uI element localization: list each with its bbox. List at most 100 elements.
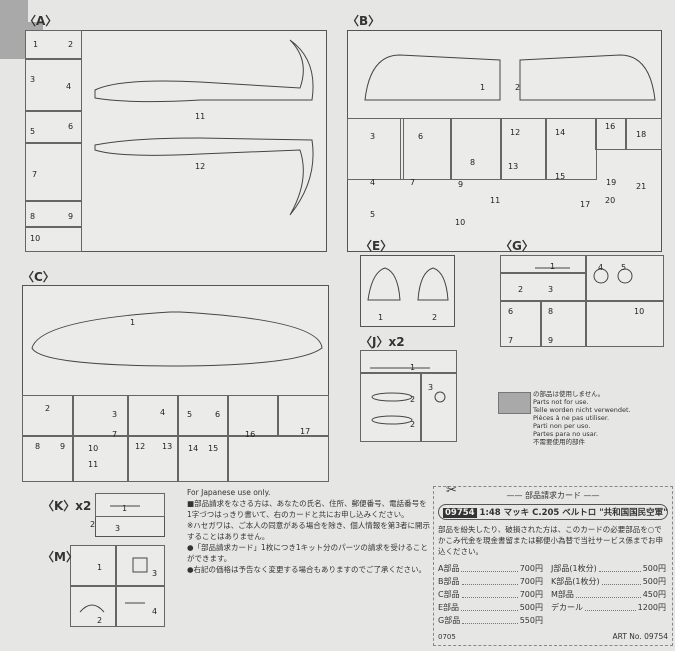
price-part: J部品(1枚分): [551, 564, 597, 573]
part-number: 10: [88, 444, 99, 453]
sprue-cell: [25, 200, 82, 228]
price-value: 700円: [519, 590, 543, 599]
part-number: 1: [480, 83, 486, 92]
price-value: 1200円: [637, 603, 666, 612]
part-number: 2: [410, 420, 416, 429]
sprue-cell: [347, 118, 404, 180]
sprue-cell: [360, 350, 457, 374]
sprue-g-label: 〈G〉: [500, 239, 534, 253]
legend-line: 不需要使用的部件: [533, 438, 585, 446]
sprue-cell: [500, 255, 587, 274]
sprue-cell: [72, 395, 129, 437]
part-number: 1: [33, 40, 39, 49]
part-number: 15: [208, 444, 219, 453]
part-number: 3: [115, 524, 121, 533]
sprue-cell: [625, 118, 662, 150]
info-title: For Japanese use only.: [187, 488, 271, 497]
sprue-e-frame: [360, 255, 455, 327]
legend-line: Telle worden nicht verwendet.: [533, 406, 631, 414]
sprue-cell: [25, 142, 82, 202]
part-number: 2: [90, 520, 96, 529]
part-number: 20: [605, 196, 616, 205]
part-number: 10: [634, 307, 645, 316]
part-number: 3: [428, 383, 434, 392]
part-number: 10: [30, 234, 41, 243]
sprue-cell: [22, 435, 74, 482]
price-value: 700円: [519, 577, 543, 586]
part-number: 9: [60, 442, 66, 451]
part-number: 8: [30, 212, 36, 221]
part-number: 6: [418, 132, 424, 141]
part-number: 2: [45, 404, 51, 413]
part-number: 2: [518, 285, 524, 294]
sprue-cell: [360, 372, 422, 442]
part-number: 1: [130, 318, 136, 327]
part-number: 3: [112, 410, 118, 419]
parts-order-card: ✂ —— 部品請求カード —— 09754 1:48 マッキ C.205 ベルト…: [433, 483, 673, 646]
sprue-m-label: 〈M〉: [42, 550, 78, 564]
sprue-cell: [72, 435, 129, 482]
sprue-cell: [500, 118, 547, 180]
legend-line: Pièces à ne pas utiliser.: [533, 414, 610, 422]
part-number: 5: [187, 410, 193, 419]
part-number: 1: [550, 262, 556, 271]
price-value: 500円: [642, 564, 666, 573]
part-number: 11: [195, 112, 206, 121]
part-number: 18: [636, 130, 647, 139]
sprue-cell: [25, 226, 82, 252]
part-number: 4: [66, 82, 72, 91]
part-number: 4: [152, 607, 158, 616]
sprue-cell: [25, 110, 82, 144]
legend-line: Partes para no usar.: [533, 430, 598, 438]
part-number: 1: [122, 504, 128, 513]
sprue-c-label: 〈C〉: [22, 270, 55, 284]
part-number: 12: [135, 442, 146, 451]
part-number: 6: [215, 410, 221, 419]
sprue-cell: [177, 395, 229, 437]
price-part: M部品: [551, 590, 574, 599]
part-number: 17: [300, 427, 311, 436]
sprue-cell: [595, 118, 627, 150]
part-number: 1: [97, 563, 103, 572]
part-number: 5: [370, 210, 376, 219]
part-number: 17: [580, 200, 591, 209]
price-part: デカール: [551, 603, 583, 612]
part-number: 2: [68, 40, 74, 49]
part-number: 8: [35, 442, 41, 451]
sprue-cell: [95, 493, 165, 517]
sprue-k-label: 〈K〉x2: [42, 499, 92, 513]
product-code: 09754: [443, 508, 477, 518]
part-number: 4: [370, 178, 376, 187]
price-row: デカール 1200円: [551, 602, 666, 615]
japanese-info: For Japanese use only. ■部品請求をなさる方は、あなたの氏…: [187, 487, 431, 575]
legend-line: の部品は使用しません。: [533, 390, 605, 398]
part-number: 10: [455, 218, 466, 227]
sprue-cell: [420, 372, 457, 442]
part-number: 11: [88, 460, 99, 469]
card-product: 09754 1:48 マッキ C.205 ベルトロ "共和国国民空軍": [438, 504, 668, 520]
part-number: 19: [606, 178, 617, 187]
part-number: 21: [636, 182, 647, 191]
info-paragraph: ●右記の価格は予告なく変更する場合もありますのでご了承ください。: [187, 565, 427, 574]
sprue-cell: [115, 545, 165, 587]
price-value: 700円: [519, 564, 543, 573]
sprue-k-frame: [95, 493, 165, 537]
part-number: 8: [548, 307, 554, 316]
sprue-cell: [70, 545, 117, 587]
unused-part-a9: [0, 0, 28, 22]
info-paragraph: ■部品請求をなさる方は、あなたの氏名、住所、郵便番号、電話番号を1字づつはっきり…: [187, 499, 427, 519]
part-number: 2: [515, 83, 521, 92]
part-number: 9: [458, 180, 464, 189]
info-paragraph: ●「部品請求カード」1枚につき1キット分のパーツの請求を受けることができます。: [187, 543, 428, 563]
part-number: 12: [510, 128, 521, 137]
sprue-cell: [227, 395, 279, 437]
sprue-a-label: 〈A〉: [24, 14, 58, 28]
price-row: J部品(1枚分) 500円: [551, 563, 666, 576]
part-number: 4: [598, 263, 604, 272]
sprue-b-frame: [347, 30, 662, 252]
part-number: 16: [245, 430, 256, 439]
